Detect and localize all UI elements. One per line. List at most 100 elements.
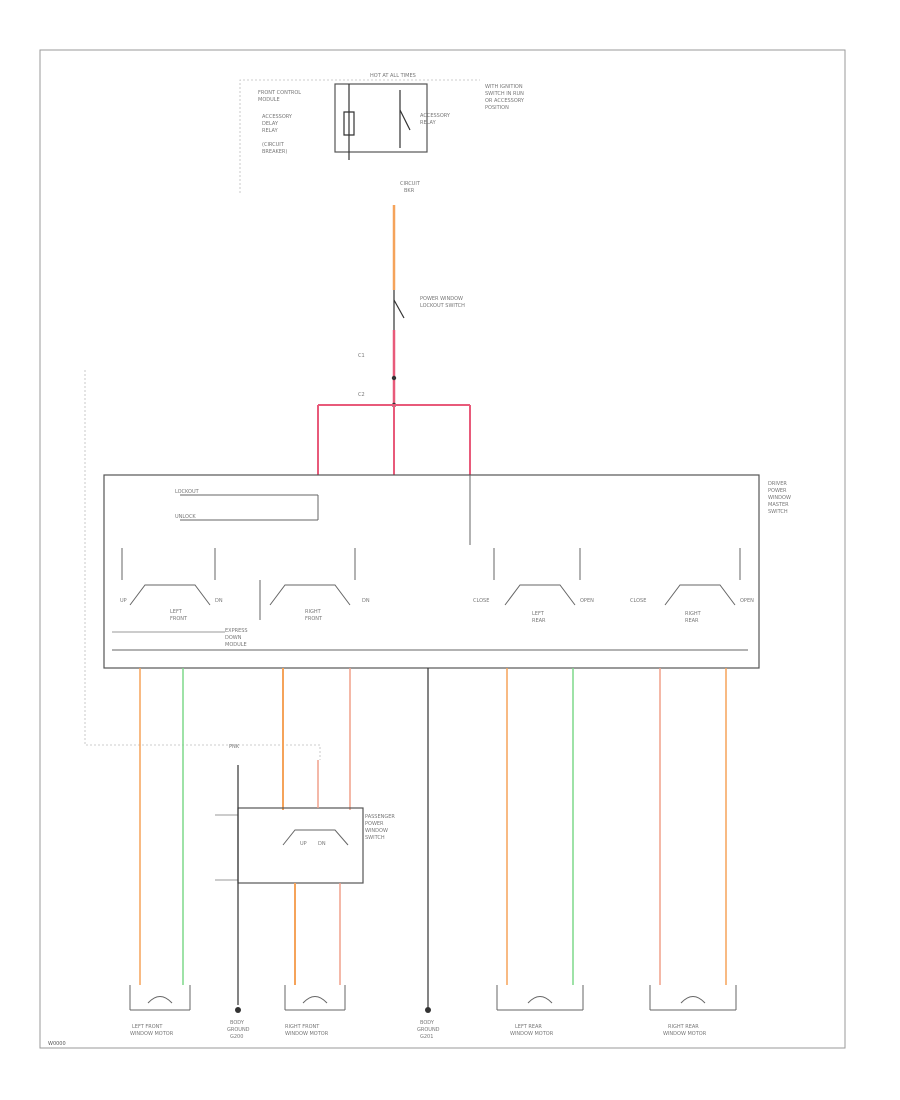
- rr-name-1: RIGHT: [685, 611, 702, 617]
- rr-open: OPEN: [740, 598, 754, 604]
- rf-name-1: RIGHT: [305, 609, 322, 615]
- relay-label-2: RELAY: [420, 120, 437, 126]
- pass-label-4: SWITCH: [365, 835, 385, 841]
- ground-2-label-1: BODY: [420, 1020, 435, 1026]
- right-front-switch: RIGHT FRONT DN: [259, 548, 370, 622]
- ground-1: [235, 1007, 241, 1013]
- rr-motor-label-1: RIGHT REAR: [668, 1024, 699, 1030]
- rr-close: CLOSE: [630, 598, 646, 604]
- relay-note-2: SWITCH IN RUN: [485, 91, 524, 97]
- master-switch-label-2: POWER: [768, 488, 787, 494]
- corner-code: W0000: [48, 1041, 66, 1047]
- ground-1-label-1: BODY: [230, 1020, 245, 1026]
- master-switch-label-4: MASTER: [768, 502, 789, 508]
- relay-note-3: OR ACCESSORY: [485, 98, 525, 104]
- ground-2-label-2: GROUND: [417, 1027, 440, 1033]
- lf-down: DN: [215, 598, 223, 604]
- lf-motor-box: [129, 985, 191, 1011]
- master-switch: DRIVER POWER WINDOW MASTER SWITCH LOCKOU…: [103, 474, 791, 669]
- fuse-block-text-6: (CIRCUIT: [262, 142, 285, 148]
- pass-label-1: PASSENGER: [365, 814, 395, 820]
- left-rear-switch: CLOSE OPEN LEFT REAR: [473, 548, 594, 624]
- lockout-switch-contact: [393, 299, 405, 319]
- fuse-label-2: BKR: [404, 188, 415, 194]
- rf-motor: RIGHT FRONT WINDOW MOTOR: [284, 985, 346, 1037]
- rr-name-2: REAR: [685, 618, 699, 624]
- pass-label-3: WINDOW: [365, 828, 388, 834]
- relay-note-1: WITH IGNITION: [485, 84, 523, 90]
- ground-1-label-3: G200: [230, 1034, 243, 1040]
- rr-motor-box: [649, 985, 737, 1011]
- splice-1: [391, 375, 397, 381]
- connector-label-2: C2: [358, 392, 365, 398]
- rf-motor-label-1: RIGHT FRONT: [285, 1024, 320, 1030]
- rf-motor-box: [284, 985, 346, 1011]
- rf-down: DN: [362, 598, 370, 604]
- fuse-label: CIRCUIT: [400, 181, 421, 187]
- fuse-block-text-4: DELAY: [262, 121, 279, 127]
- lf-motor: LEFT FRONT WINDOW MOTOR: [129, 985, 191, 1037]
- lockout-label-2: LOCKOUT SWITCH: [420, 303, 465, 309]
- lf-up: UP: [120, 598, 127, 604]
- lr-motor: LEFT REAR WINDOW MOTOR: [496, 985, 584, 1037]
- lockout-label-1: POWER WINDOW: [420, 296, 463, 302]
- lf-name-2: FRONT: [170, 616, 188, 622]
- lr-motor-label-1: LEFT REAR: [515, 1024, 542, 1030]
- main-feed: POWER WINDOW LOCKOUT SWITCH C1 C2: [358, 205, 465, 408]
- motors: LEFT FRONT WINDOW MOTOR BODY GROUND G200…: [129, 985, 737, 1040]
- master-switch-label-5: SWITCH: [768, 509, 788, 515]
- lr-close: CLOSE: [473, 598, 489, 604]
- rr-motor-icon: [680, 996, 706, 1004]
- relay-contact-icon: [399, 109, 411, 131]
- relay-coil-icon: [343, 111, 355, 136]
- right-rear-switch: CLOSE OPEN RIGHT REAR: [630, 548, 754, 624]
- fuse-block-text-5: RELAY: [262, 128, 279, 134]
- lr-motor-label-2: WINDOW MOTOR: [510, 1031, 554, 1037]
- lr-name-2: REAR: [532, 618, 546, 624]
- power-window-relay-box: [334, 83, 428, 153]
- lf-motor-icon: [147, 996, 173, 1004]
- rr-motor: RIGHT REAR WINDOW MOTOR: [649, 985, 737, 1037]
- main-ground: BODY GROUND G201: [417, 1007, 440, 1040]
- rf-toggle-icon: [269, 584, 351, 606]
- passenger-switch: UP DN PASSENGER POWER WINDOW SWITCH PNK: [215, 744, 395, 1005]
- master-switch-dashed-outline: [84, 370, 321, 760]
- fuse-block-text-1: FRONT CONTROL: [258, 90, 301, 96]
- lr-open: OPEN: [580, 598, 594, 604]
- left-front-switch: UP DN LEFT FRONT EXPRESS DOWN MODULE: [112, 548, 248, 648]
- rr-toggle-icon: [664, 584, 736, 606]
- rf-motor-label-2: WINDOW MOTOR: [285, 1031, 329, 1037]
- master-switch-label-3: WINDOW: [768, 495, 791, 501]
- relay-label-1: ACCESSORY: [420, 113, 451, 119]
- output-wires: [139, 668, 727, 1010]
- lr-motor-icon: [527, 996, 553, 1004]
- hot-at-all-times-label: HOT AT ALL TIMES: [370, 73, 416, 79]
- lf-express-1: EXPRESS: [225, 628, 248, 634]
- ground-2-label-3: G201: [420, 1034, 433, 1040]
- pass-top-label: PNK: [229, 744, 240, 750]
- relay-note-4: POSITION: [485, 105, 509, 111]
- lr-toggle-icon: [504, 584, 576, 606]
- fuse-block-section: HOT AT ALL TIMES FRONT CONTROL MODULE AC…: [239, 73, 525, 194]
- pass-label-2: POWER: [365, 821, 384, 827]
- diagram-frame: [39, 49, 846, 1049]
- lock-label-1: LOCKOUT: [175, 489, 200, 495]
- connector-label-1: C1: [358, 353, 365, 359]
- lf-express-2: DOWN: [225, 635, 242, 641]
- lf-motor-label-1: LEFT FRONT: [132, 1024, 163, 1030]
- rr-motor-label-2: WINDOW MOTOR: [663, 1031, 707, 1037]
- master-switch-label-1: DRIVER: [768, 481, 787, 487]
- fuse-block-dashed-outline: [239, 79, 480, 193]
- ground-2: [425, 1007, 431, 1013]
- lr-motor-box: [496, 985, 584, 1011]
- pink-distribution: [317, 404, 471, 475]
- lf-toggle-icon: [129, 584, 211, 606]
- lock-label-2: UNLOCK: [175, 514, 196, 520]
- master-switch-box: [103, 474, 760, 669]
- fuse-block-text-2: MODULE: [258, 97, 280, 103]
- rf-name-2: FRONT: [305, 616, 323, 622]
- lf-motor-label-2: WINDOW MOTOR: [130, 1031, 174, 1037]
- pass-dn: DN: [318, 841, 326, 847]
- passenger-toggle-icon: [282, 829, 349, 846]
